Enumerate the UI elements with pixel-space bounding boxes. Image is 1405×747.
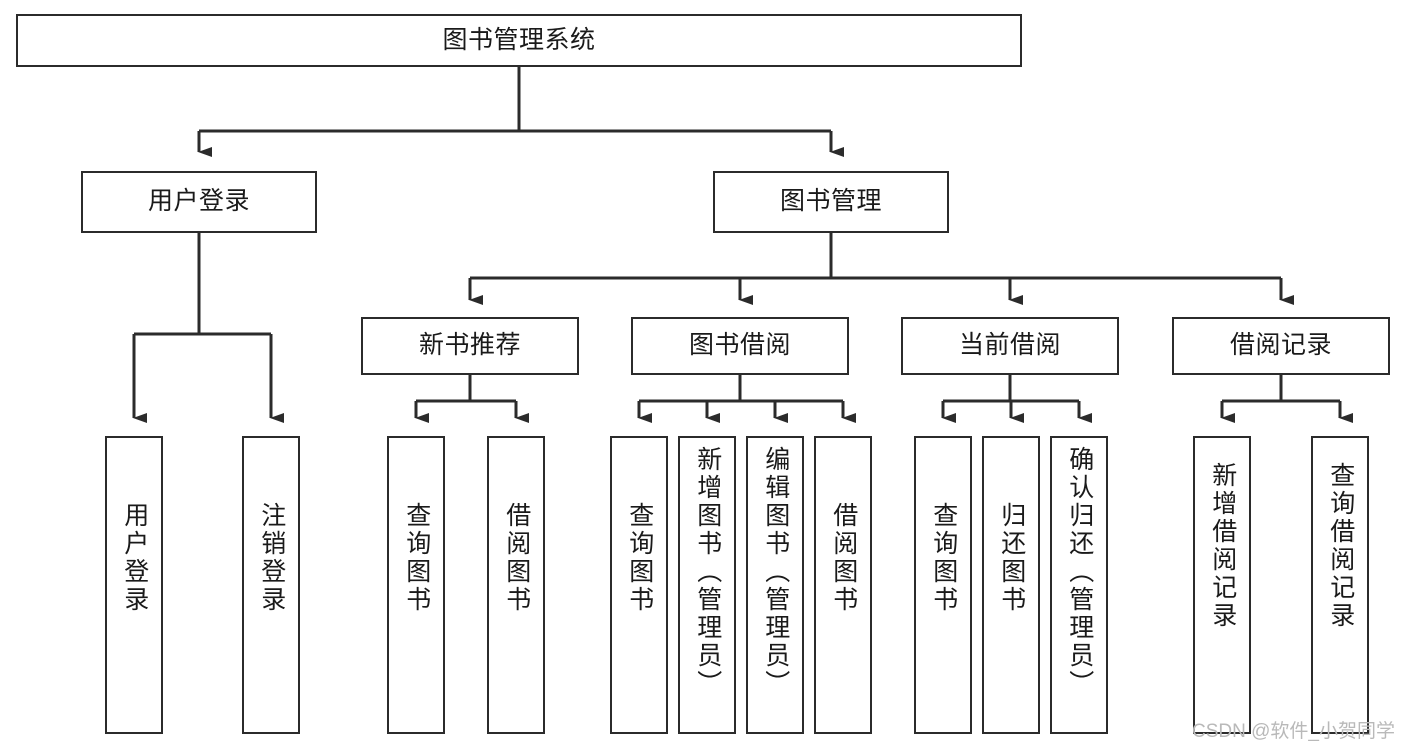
- node-leaf-edit-book[interactable]: 编辑图书（管理员）: [746, 436, 804, 734]
- node-borrow-record-label: 借阅记录: [1229, 331, 1332, 360]
- node-book-borrow[interactable]: 图书借阅: [631, 317, 849, 375]
- node-leaf-query-record[interactable]: 查询借阅记录: [1311, 436, 1369, 734]
- node-leaf-return-book-label: 归还图书: [997, 502, 1026, 614]
- node-book-management[interactable]: 图书管理: [713, 171, 949, 233]
- node-leaf-add-record[interactable]: 新增借阅记录: [1193, 436, 1251, 734]
- node-user-login[interactable]: 用户登录: [81, 171, 317, 233]
- node-root[interactable]: 图书管理系统: [16, 14, 1022, 67]
- node-leaf-return-book[interactable]: 归还图书: [982, 436, 1040, 734]
- node-leaf-borrow-book-1[interactable]: 借阅图书: [487, 436, 545, 734]
- node-new-book-recommend-label: 新书推荐: [418, 331, 521, 360]
- node-leaf-borrow-book-1-label: 借阅图书: [502, 502, 531, 614]
- node-leaf-query-book-3[interactable]: 查询图书: [914, 436, 972, 734]
- node-leaf-query-book-1[interactable]: 查询图书: [387, 436, 445, 734]
- node-leaf-confirm-return[interactable]: 确认归还（管理员）: [1050, 436, 1108, 734]
- node-leaf-add-record-label: 新增借阅记录: [1208, 462, 1237, 630]
- node-leaf-user-login-label: 用户登录: [120, 502, 149, 614]
- node-new-book-recommend[interactable]: 新书推荐: [361, 317, 579, 375]
- node-leaf-user-login[interactable]: 用户登录: [105, 436, 163, 734]
- node-current-borrow[interactable]: 当前借阅: [901, 317, 1119, 375]
- node-leaf-borrow-book-2-label: 借阅图书: [829, 502, 858, 614]
- node-leaf-logout-login-label: 注销登录: [257, 502, 286, 614]
- node-leaf-query-book-3-label: 查询图书: [929, 502, 958, 614]
- node-leaf-borrow-book-2[interactable]: 借阅图书: [814, 436, 872, 734]
- node-leaf-add-book[interactable]: 新增图书（管理员）: [678, 436, 736, 734]
- node-book-management-label: 图书管理: [779, 187, 882, 216]
- node-leaf-logout-login[interactable]: 注销登录: [242, 436, 300, 734]
- node-user-login-label: 用户登录: [147, 187, 250, 216]
- node-leaf-query-book-2-label: 查询图书: [625, 502, 654, 614]
- node-borrow-record[interactable]: 借阅记录: [1172, 317, 1390, 375]
- node-book-borrow-label: 图书借阅: [688, 331, 791, 360]
- node-current-borrow-label: 当前借阅: [958, 331, 1061, 360]
- node-leaf-query-record-label: 查询借阅记录: [1326, 462, 1355, 630]
- node-leaf-confirm-return-label: 确认归还（管理员）: [1065, 446, 1094, 698]
- node-leaf-add-book-label: 新增图书（管理员）: [693, 446, 722, 698]
- node-leaf-query-book-1-label: 查询图书: [402, 502, 431, 614]
- node-leaf-edit-book-label: 编辑图书（管理员）: [761, 446, 790, 698]
- node-leaf-query-book-2[interactable]: 查询图书: [610, 436, 668, 734]
- node-root-label: 图书管理系统: [442, 25, 596, 54]
